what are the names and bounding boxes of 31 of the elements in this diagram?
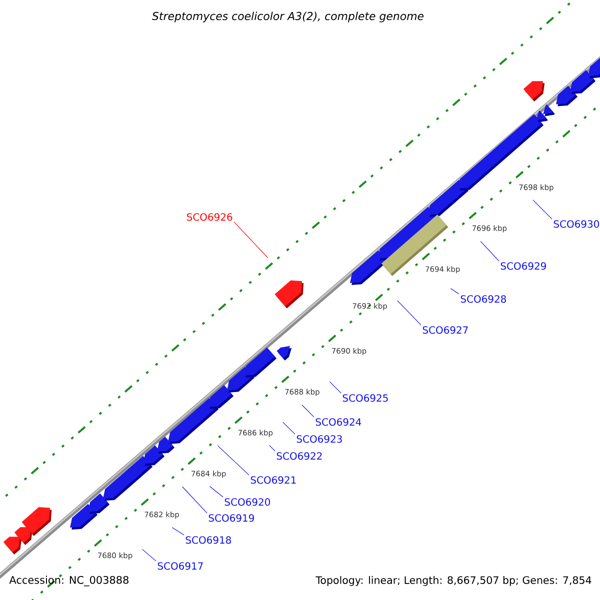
gene-label: SCO6922: [276, 452, 322, 460]
leader-line: [397, 300, 422, 326]
gene-label: SCO6923: [296, 435, 342, 443]
gene-label: SCO6918: [186, 536, 231, 544]
gene-label: SCO6924: [316, 418, 362, 426]
gene-label: SCO6919: [208, 514, 254, 522]
gene-label: SCO6928: [460, 295, 506, 303]
leader-line: [234, 222, 268, 258]
leader-line: [480, 240, 500, 262]
leader-line: [172, 527, 184, 536]
leader-line: [450, 288, 460, 294]
gene-label: SCO6926: [186, 213, 232, 221]
gene-label: SCO6929: [500, 262, 546, 270]
leader-line: [182, 486, 208, 514]
gene-label: SCO6921: [250, 476, 296, 484]
accession-text: Accession: NC_003888: [9, 576, 128, 586]
leader-line: [269, 445, 276, 452]
gene-label: SCO6930: [554, 220, 600, 228]
gene-label: SCO6917: [158, 562, 203, 570]
leader-line: [302, 404, 314, 418]
leader-line: [142, 549, 156, 562]
leader-line: [329, 381, 342, 394]
leader-line: [282, 422, 296, 434]
title: Streptomyces coelicolor A3(2), complete genome: [152, 12, 424, 22]
leader-line: [209, 486, 224, 498]
gene-label: SCO6925: [342, 394, 388, 402]
gene-label: SCO6927: [422, 326, 468, 334]
genome-info-text: Topology: linear; Length: 8,667,507 bp; Genes: 7,854: [316, 576, 592, 586]
leader-line: [532, 200, 552, 220]
gene-label: SCO6920: [224, 498, 270, 506]
leader-line: [217, 445, 250, 476]
